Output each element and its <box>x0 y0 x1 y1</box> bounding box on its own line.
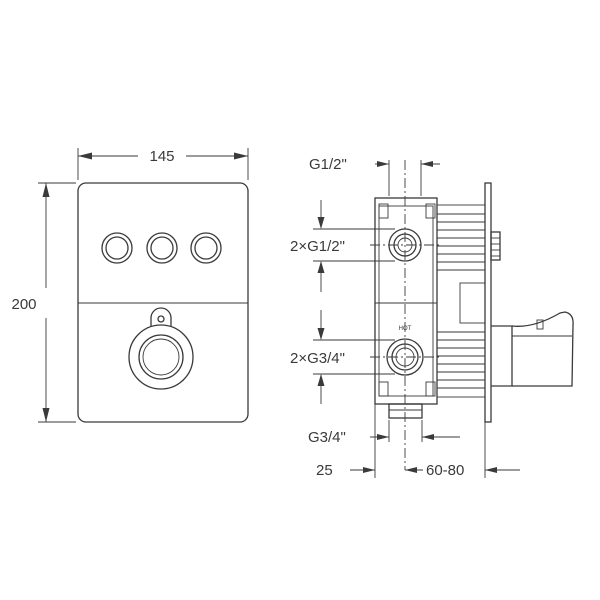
adjust-label: 60-80 <box>426 462 464 479</box>
faceplate-outline <box>77 182 249 423</box>
threaded-sleeve <box>436 204 486 398</box>
height-dimension: 200 <box>11 182 76 423</box>
top-inlet-label: G1/2" <box>309 156 347 173</box>
height-label: 200 <box>11 296 36 313</box>
body-lug <box>425 203 436 219</box>
front-view: 145 200 <box>11 148 249 423</box>
upper-outlets-label: 2×G1/2" <box>290 238 345 255</box>
lower-outlets-dimension: 2×G3/4" <box>290 310 395 404</box>
bottom-inlet-label: G3/4" <box>308 429 346 446</box>
wall-plate <box>484 182 492 423</box>
body-lug <box>425 381 436 397</box>
valve-body-inner <box>378 205 434 397</box>
thermostat-knob <box>128 307 194 390</box>
top-inlet-dimension: G1/2" <box>309 156 440 196</box>
push-button-left <box>101 232 133 264</box>
knob-profile <box>491 311 574 387</box>
body-lug <box>378 203 389 219</box>
bottom-inlet-stub <box>388 403 423 419</box>
upper-outlets-dimension: 2×G1/2" <box>290 200 395 292</box>
depth-label: 25 <box>316 462 333 479</box>
body-lug <box>378 381 389 397</box>
side-view: HOT <box>290 156 574 479</box>
push-button-middle <box>146 232 178 264</box>
bottom-inlet-dimension: G3/4" <box>308 420 460 446</box>
width-label: 145 <box>149 148 174 165</box>
lower-outlets-label: 2×G3/4" <box>290 350 345 367</box>
push-button-right <box>190 232 222 264</box>
push-rod <box>490 231 501 261</box>
depth-dimension: 25 60-80 <box>316 404 520 479</box>
width-dimension: 145 <box>77 148 249 180</box>
